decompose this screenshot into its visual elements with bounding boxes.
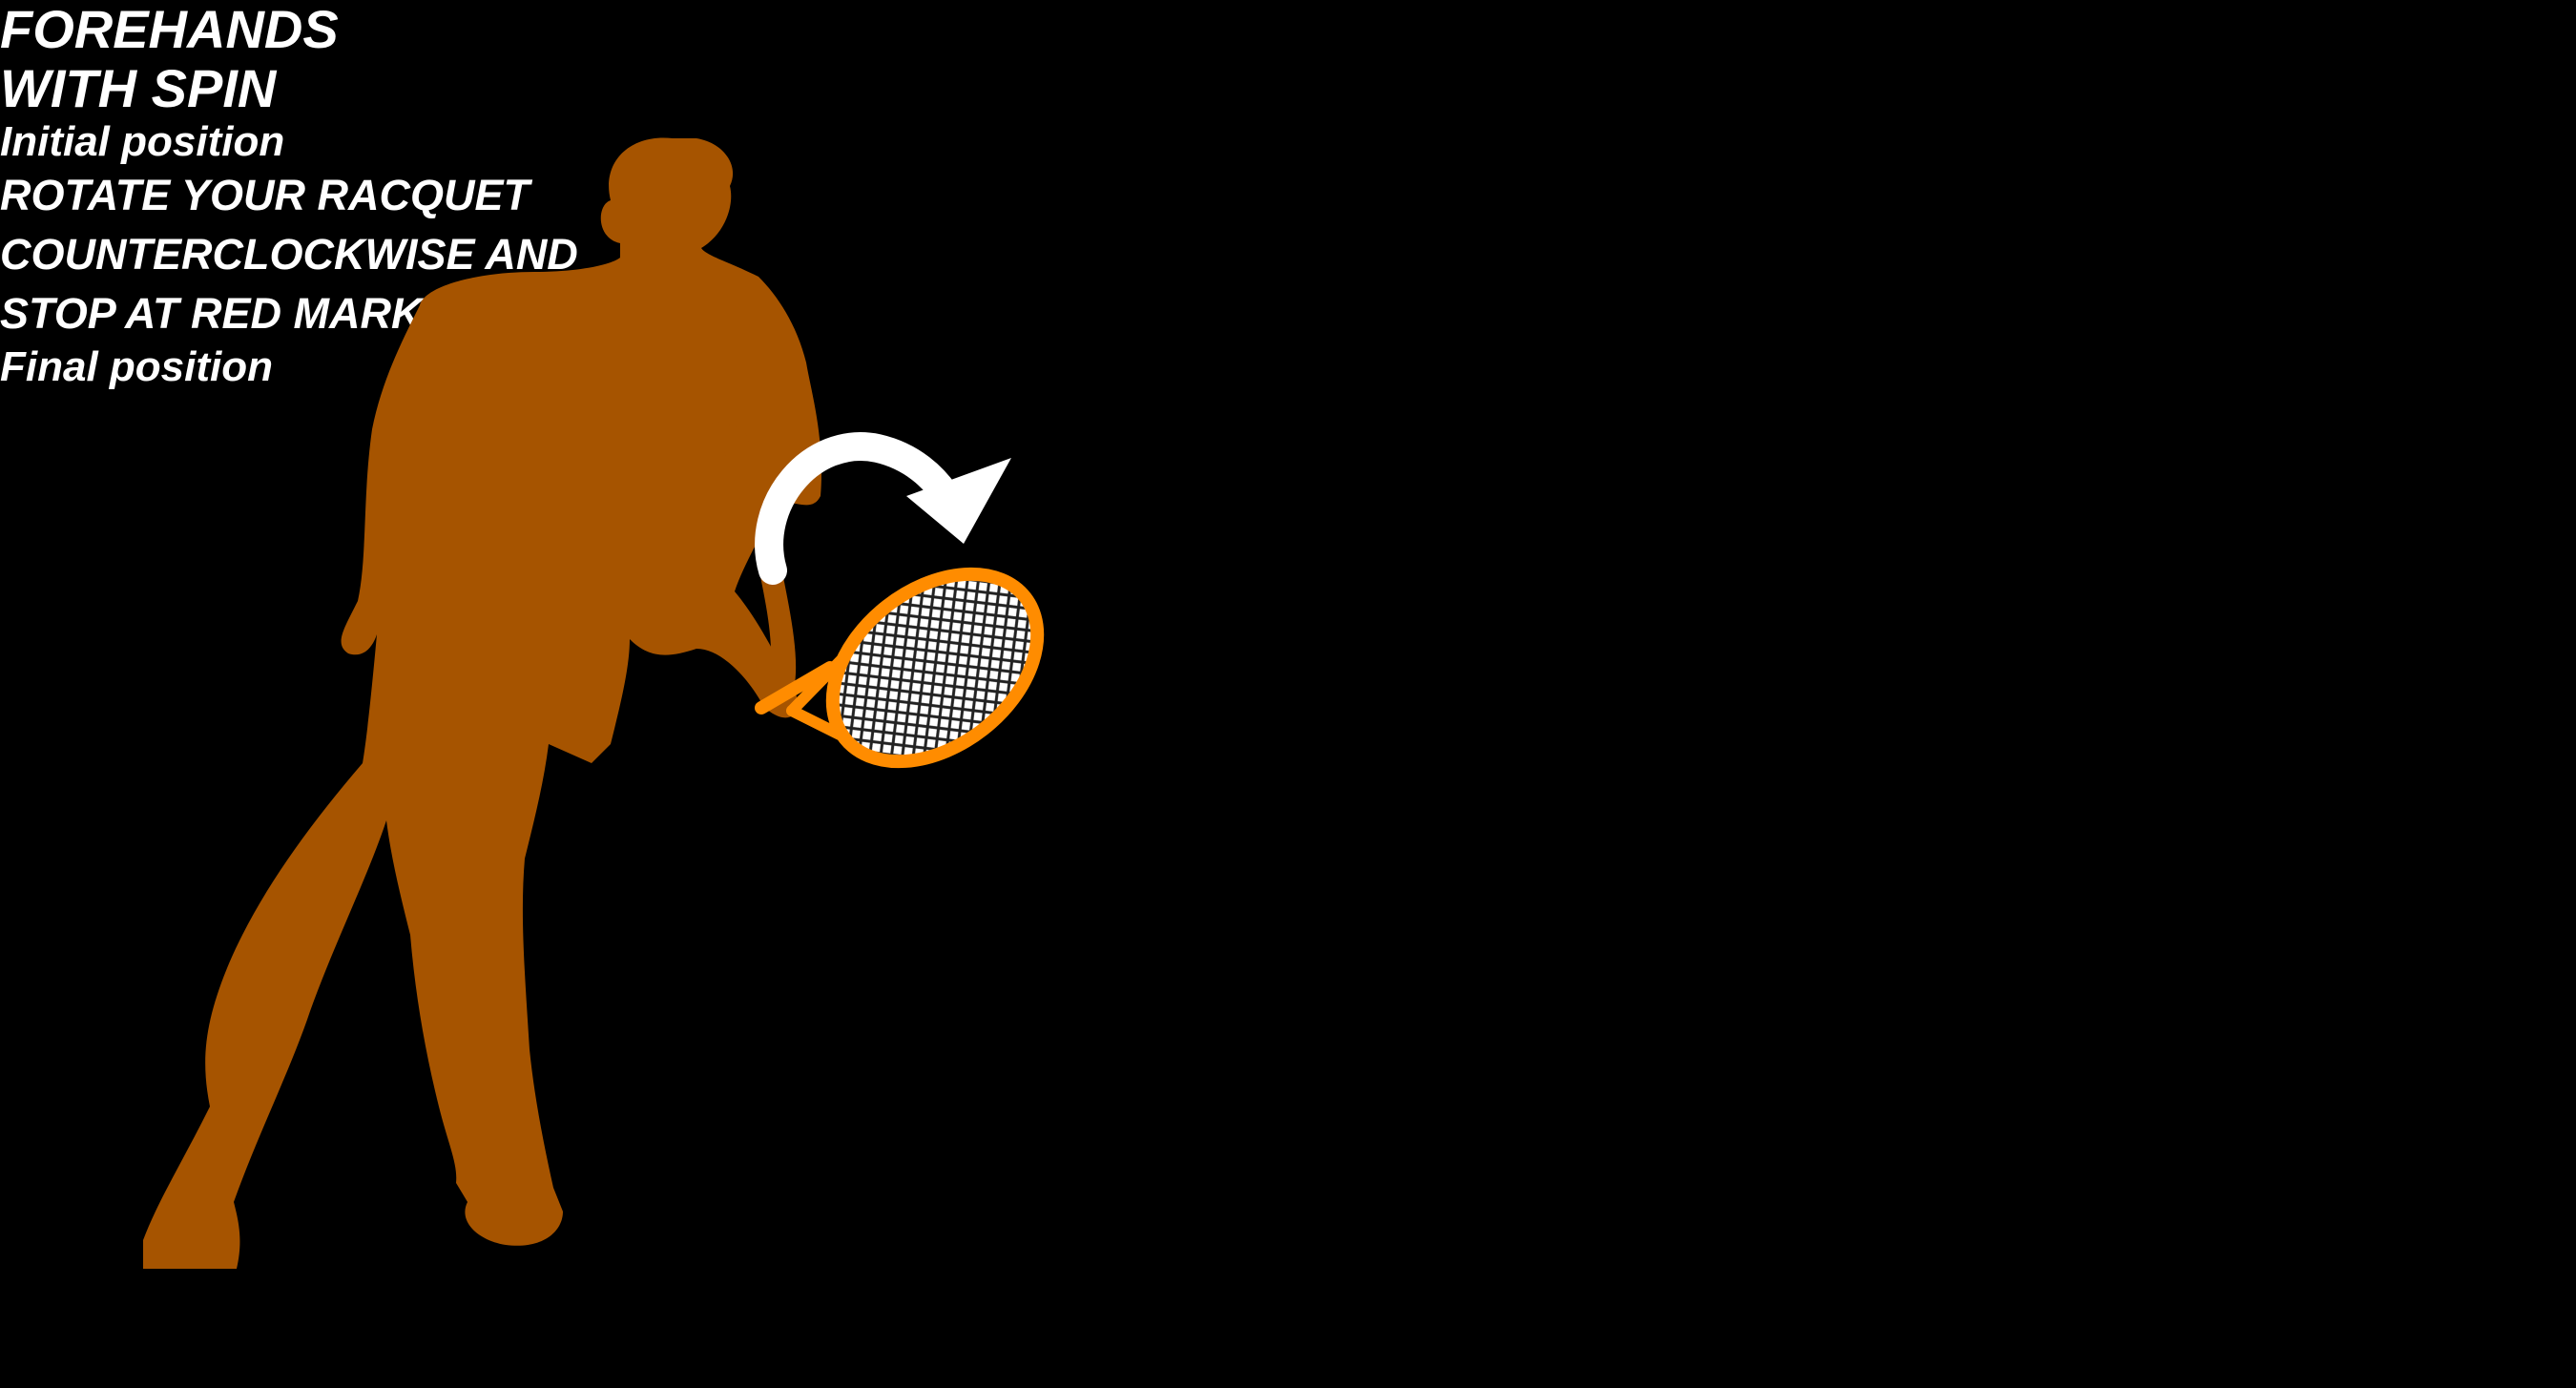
title-line-2: WITH SPIN xyxy=(0,58,277,118)
title-line-1: FOREHANDS xyxy=(0,0,339,59)
initial-position-label: Initial position xyxy=(0,118,285,165)
instruction-line-1: ROTATE YOUR RACQUET xyxy=(0,171,530,219)
tennis-player-silhouette-icon xyxy=(143,137,822,1269)
instruction-text: ROTATE YOUR RACQUET COUNTERCLOCKWISE AND… xyxy=(0,166,2576,343)
instruction-line-3: STOP AT RED MARK #2 xyxy=(0,289,483,338)
tennis-racquet-icon xyxy=(755,567,1045,769)
title-block: FOREHANDS WITH SPIN xyxy=(0,0,2576,118)
final-position-label: Final position xyxy=(0,343,273,390)
swing-curved-arrow-icon xyxy=(755,432,1011,585)
instruction-line-2: COUNTERCLOCKWISE AND xyxy=(0,230,578,279)
